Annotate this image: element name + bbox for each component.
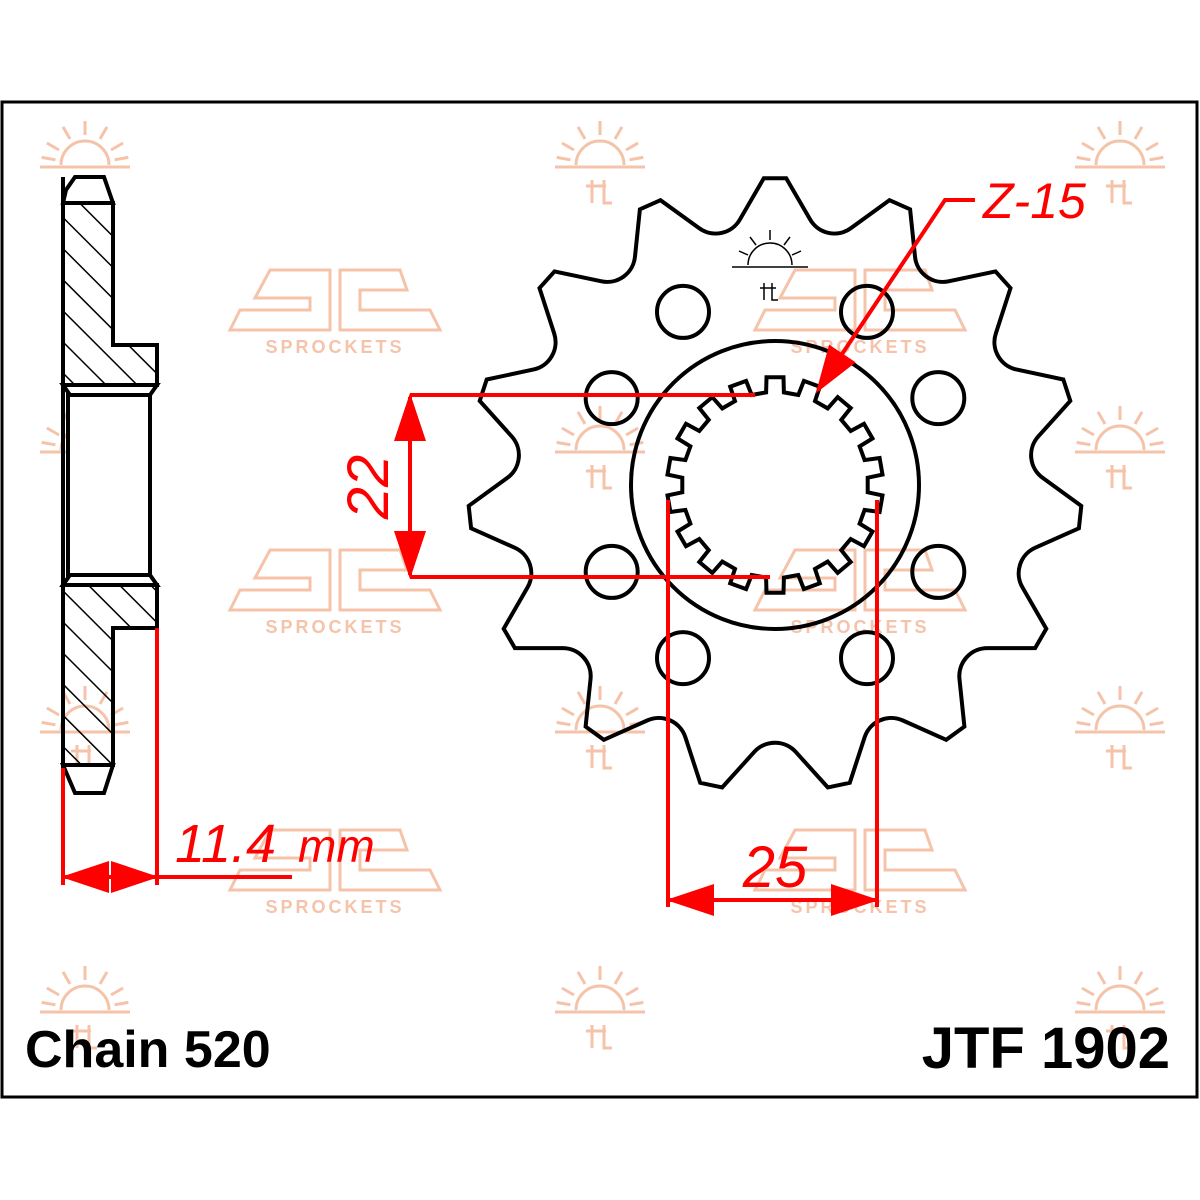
dimension-22: 22 bbox=[336, 455, 401, 521]
drawing-frame bbox=[0, 100, 1199, 1099]
dimension-thickness-value: 11.4 bbox=[175, 814, 276, 874]
bolt-hole bbox=[583, 370, 640, 427]
hub-circle bbox=[629, 339, 921, 631]
watermark-sun-logo bbox=[555, 686, 645, 770]
watermark-sun-logo bbox=[1075, 121, 1165, 205]
watermark-jt-sprockets-logo: SPROCKETS bbox=[227, 268, 443, 357]
bolt-hole bbox=[910, 543, 967, 600]
watermark-text: SPROCKETS bbox=[265, 897, 404, 917]
watermark-layer: SPROCKETS SPROCKETS SPROCKETS SPROCKETS … bbox=[40, 121, 1165, 1050]
chain-label: Chain 520 bbox=[25, 1021, 271, 1079]
bolt-holes bbox=[583, 283, 967, 687]
watermark-text: SPROCKETS bbox=[265, 617, 404, 637]
dimension-thickness-unit: mm bbox=[298, 820, 375, 872]
watermark-jt-sprockets-logo: SPROCKETS bbox=[227, 828, 443, 917]
bolt-hole bbox=[655, 283, 711, 340]
sprocket-teeth-outline bbox=[466, 176, 1084, 790]
dimension-lines bbox=[61, 198, 975, 916]
watermark-jt-sprockets-logo: SPROCKETS bbox=[752, 548, 968, 637]
bolt-hole bbox=[839, 630, 895, 687]
watermark-text: SPROCKETS bbox=[265, 337, 404, 357]
bolt-hole bbox=[839, 283, 895, 340]
watermark-sun-logo bbox=[555, 966, 645, 1050]
bolt-hole bbox=[655, 630, 711, 687]
bolt-hole bbox=[583, 543, 640, 600]
watermark-jt-sprockets-logo: SPROCKETS bbox=[752, 268, 968, 357]
watermark-sun-logo bbox=[1075, 406, 1165, 490]
part-number: JTF 1902 bbox=[922, 1016, 1170, 1081]
watermark-sun-logo bbox=[555, 121, 645, 205]
dimension-25: 25 bbox=[742, 835, 808, 900]
spline-bore bbox=[665, 375, 885, 595]
watermark-sun-logo bbox=[1075, 966, 1165, 1050]
bolt-hole bbox=[910, 370, 967, 427]
sprocket-front-view bbox=[466, 176, 1084, 790]
sprocket-center-logo bbox=[732, 230, 808, 301]
watermark-sun-logo bbox=[40, 966, 130, 1050]
side-view-profile bbox=[59, 175, 161, 795]
watermark-sun-logo bbox=[555, 406, 645, 490]
watermark-sun-logo bbox=[1075, 686, 1165, 770]
teeth-count-label: Z-15 bbox=[982, 173, 1086, 229]
